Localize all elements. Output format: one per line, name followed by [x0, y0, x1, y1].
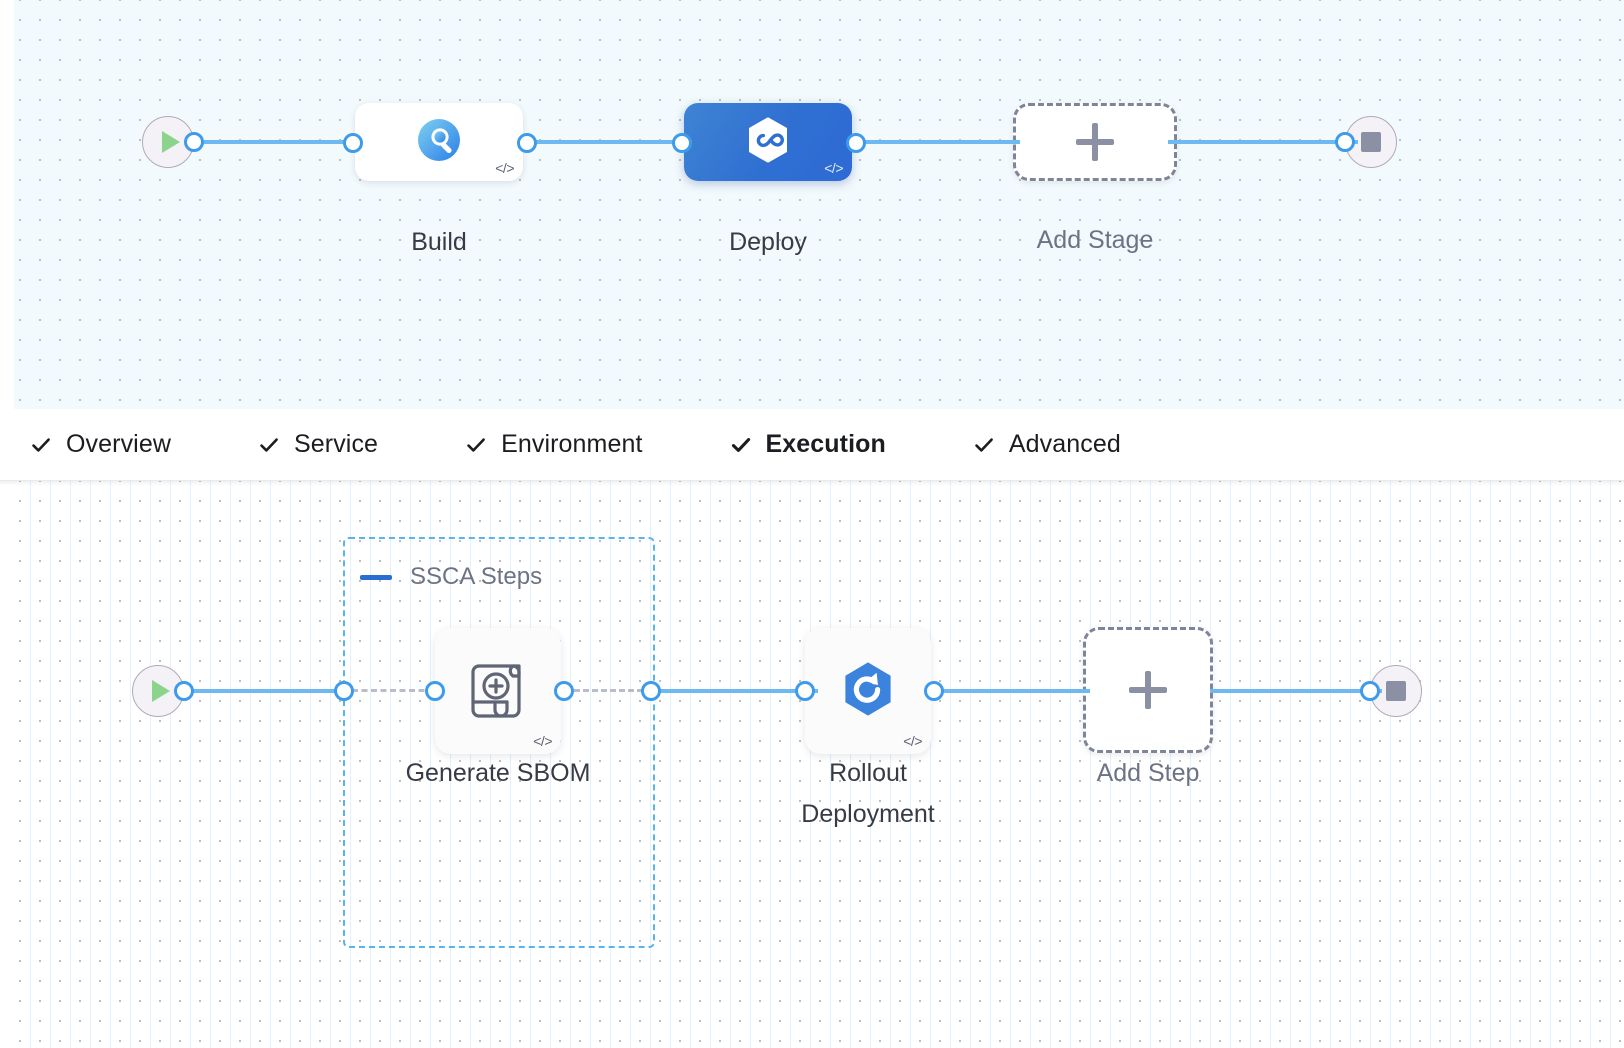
- stage-card-build[interactable]: </>: [343, 103, 537, 181]
- step-code-badge[interactable]: </>: [903, 733, 922, 749]
- check-icon: [730, 434, 752, 456]
- stage-label-deploy: Deploy: [729, 228, 807, 256]
- edge-build-to-deploy: [520, 140, 692, 144]
- edge-start-to-group: [180, 689, 352, 693]
- tab-execution[interactable]: Execution: [723, 409, 897, 490]
- deploy-output-port[interactable]: [846, 133, 866, 153]
- pipeline-end-node[interactable]: [1335, 116, 1397, 168]
- step-group-ssca[interactable]: [343, 537, 655, 948]
- add-step-button[interactable]: [1083, 627, 1213, 753]
- group-output-port[interactable]: [641, 681, 661, 701]
- tab-overview[interactable]: Overview: [30, 409, 171, 480]
- check-icon: [30, 434, 52, 456]
- build-input-port[interactable]: [343, 133, 363, 153]
- stages-canvas[interactable]: </> Build </> Deploy: [0, 0, 1624, 409]
- plus-icon: [1129, 671, 1167, 709]
- rollout-hexagon-icon: [837, 658, 899, 725]
- plus-icon: [1076, 123, 1114, 161]
- tab-label: Overview: [66, 430, 171, 458]
- edge-deploy-to-addstage: [848, 140, 1020, 144]
- step-card-rollout-deployment[interactable]: </>: [795, 628, 944, 754]
- check-icon: [973, 434, 995, 456]
- edge-group-out-dashed: [556, 689, 652, 692]
- tab-label: Environment: [501, 430, 643, 458]
- minus-icon[interactable]: [360, 574, 392, 580]
- tab-label: Service: [294, 430, 379, 458]
- stage-label-build: Build: [411, 228, 467, 256]
- edge-group-to-rollout: [650, 689, 818, 693]
- step-label-rollout-deployment: Rollout Deployment: [801, 759, 935, 828]
- step-card-generate-sbom[interactable]: </>: [425, 628, 574, 754]
- step-label-generate-sbom: Generate SBOM: [405, 759, 591, 787]
- harness-hexagon-icon: [742, 114, 794, 171]
- group-input-port[interactable]: [334, 681, 354, 701]
- build-magnifier-icon: [415, 116, 463, 169]
- scroll-plus-icon: [461, 652, 535, 731]
- tab-environment[interactable]: Environment: [465, 409, 642, 480]
- sbom-input-port[interactable]: [425, 681, 445, 701]
- sbom-output-port[interactable]: [554, 681, 574, 701]
- tab-list: Overview Service Environment Execution: [0, 409, 1624, 490]
- execution-steps-canvas[interactable]: SSCA Steps: [0, 481, 1624, 1048]
- execution-end-input-port[interactable]: [1360, 681, 1380, 701]
- pipeline-start-node[interactable]: [142, 116, 204, 168]
- edge-addstage-to-end: [1168, 140, 1358, 144]
- tab-advanced[interactable]: Advanced: [973, 409, 1121, 480]
- execution-end-node[interactable]: [1360, 665, 1422, 717]
- edge-group-in-dashed: [352, 689, 434, 692]
- deploy-input-port[interactable]: [672, 133, 692, 153]
- step-code-badge[interactable]: </>: [533, 733, 552, 749]
- start-output-port[interactable]: [184, 132, 204, 152]
- execution-start-node[interactable]: [132, 665, 194, 717]
- tab-label: Execution: [765, 430, 886, 458]
- stage-card-deploy[interactable]: </>: [672, 103, 866, 181]
- execution-start-output-port[interactable]: [174, 681, 194, 701]
- stage-code-badge[interactable]: </>: [495, 160, 514, 176]
- add-stage-label: Add Stage: [1036, 226, 1154, 254]
- stage-config-tabbar: Overview Service Environment Execution: [0, 409, 1624, 490]
- stage-code-badge[interactable]: </>: [824, 160, 843, 176]
- edge-rollout-to-addstep: [930, 689, 1090, 693]
- add-stage-button[interactable]: [1013, 103, 1177, 181]
- add-step-label: Add Step: [1096, 759, 1200, 787]
- check-icon: [258, 434, 280, 456]
- tab-service[interactable]: Service: [258, 409, 378, 480]
- check-icon: [465, 434, 487, 456]
- edge-addstep-to-end: [1210, 689, 1382, 693]
- end-input-port[interactable]: [1335, 132, 1355, 152]
- edge-start-to-build: [190, 140, 360, 144]
- rollout-input-port[interactable]: [795, 681, 815, 701]
- step-group-header: SSCA Steps: [360, 563, 542, 591]
- step-group-title: SSCA Steps: [410, 563, 543, 590]
- tab-label: Advanced: [1008, 430, 1121, 458]
- rollout-output-port[interactable]: [924, 681, 944, 701]
- build-output-port[interactable]: [517, 133, 537, 153]
